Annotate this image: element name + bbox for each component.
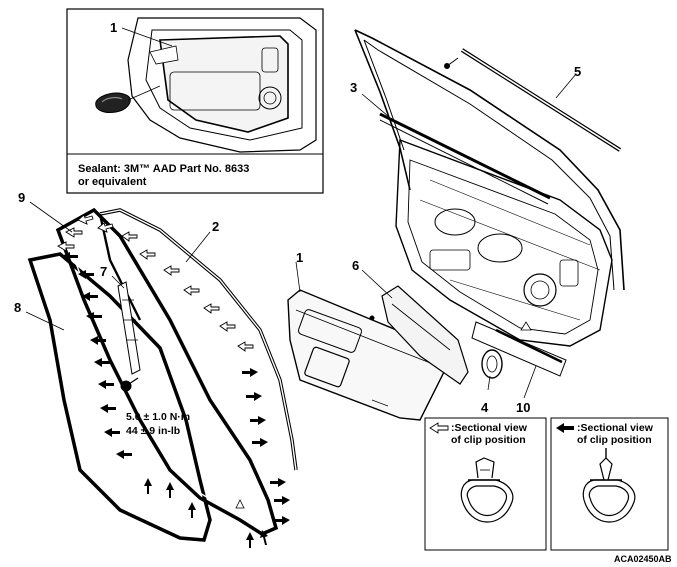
sealant-inset: 1 Sealant: 3M™ AAD Part No. 8633 or equi… [66, 8, 324, 194]
door-trim-panel [287, 289, 451, 421]
torque-metric: 5.0 ± 1.0 N·m [126, 411, 190, 423]
solid-clip-arrows [62, 252, 290, 548]
open-legend-line2: of clip position [451, 434, 526, 446]
callout-10: 10 [516, 400, 530, 415]
lower-clip-strip [471, 321, 567, 377]
callout-4: 4 [481, 400, 489, 415]
open-arrow-legend: :Sectional view of clip position [424, 417, 547, 551]
callout-2: 2 [212, 219, 219, 234]
speaker-clip [481, 349, 503, 379]
clip-section-solid [582, 448, 636, 523]
callout-8: 8 [14, 300, 21, 315]
callout-7: 7 [100, 264, 107, 279]
sealant-spec-line1: Sealant: 3M™ AAD Part No. 8633 [78, 163, 249, 175]
inset-callout-1: 1 [110, 20, 117, 35]
callout-3: 3 [350, 80, 357, 95]
clip-section-open [460, 457, 514, 523]
callout-9: 9 [18, 190, 25, 205]
solid-legend-line2: of clip position [577, 434, 652, 446]
solid-legend-line1: :Sectional view [577, 422, 654, 434]
sealant-spec-line2: or equivalent [78, 176, 147, 188]
leader-lines [25, 73, 577, 399]
torque-imperial: 44 ± 9 in-lb [126, 425, 180, 437]
open-legend-line1: :Sectional view [451, 422, 528, 434]
solid-arrow-legend: :Sectional view of clip position [550, 417, 669, 551]
outer-weatherstrip [444, 48, 622, 152]
door-opening-weatherstrip [27, 207, 298, 542]
open-clip-arrows [57, 214, 254, 352]
callout-5: 5 [574, 64, 581, 79]
figure-code: ACA02450AB [614, 554, 672, 564]
callout-6: 6 [352, 258, 359, 273]
callout-1: 1 [296, 250, 303, 265]
door-inner-panel [354, 29, 625, 347]
inner-pocket-panel [369, 285, 469, 385]
